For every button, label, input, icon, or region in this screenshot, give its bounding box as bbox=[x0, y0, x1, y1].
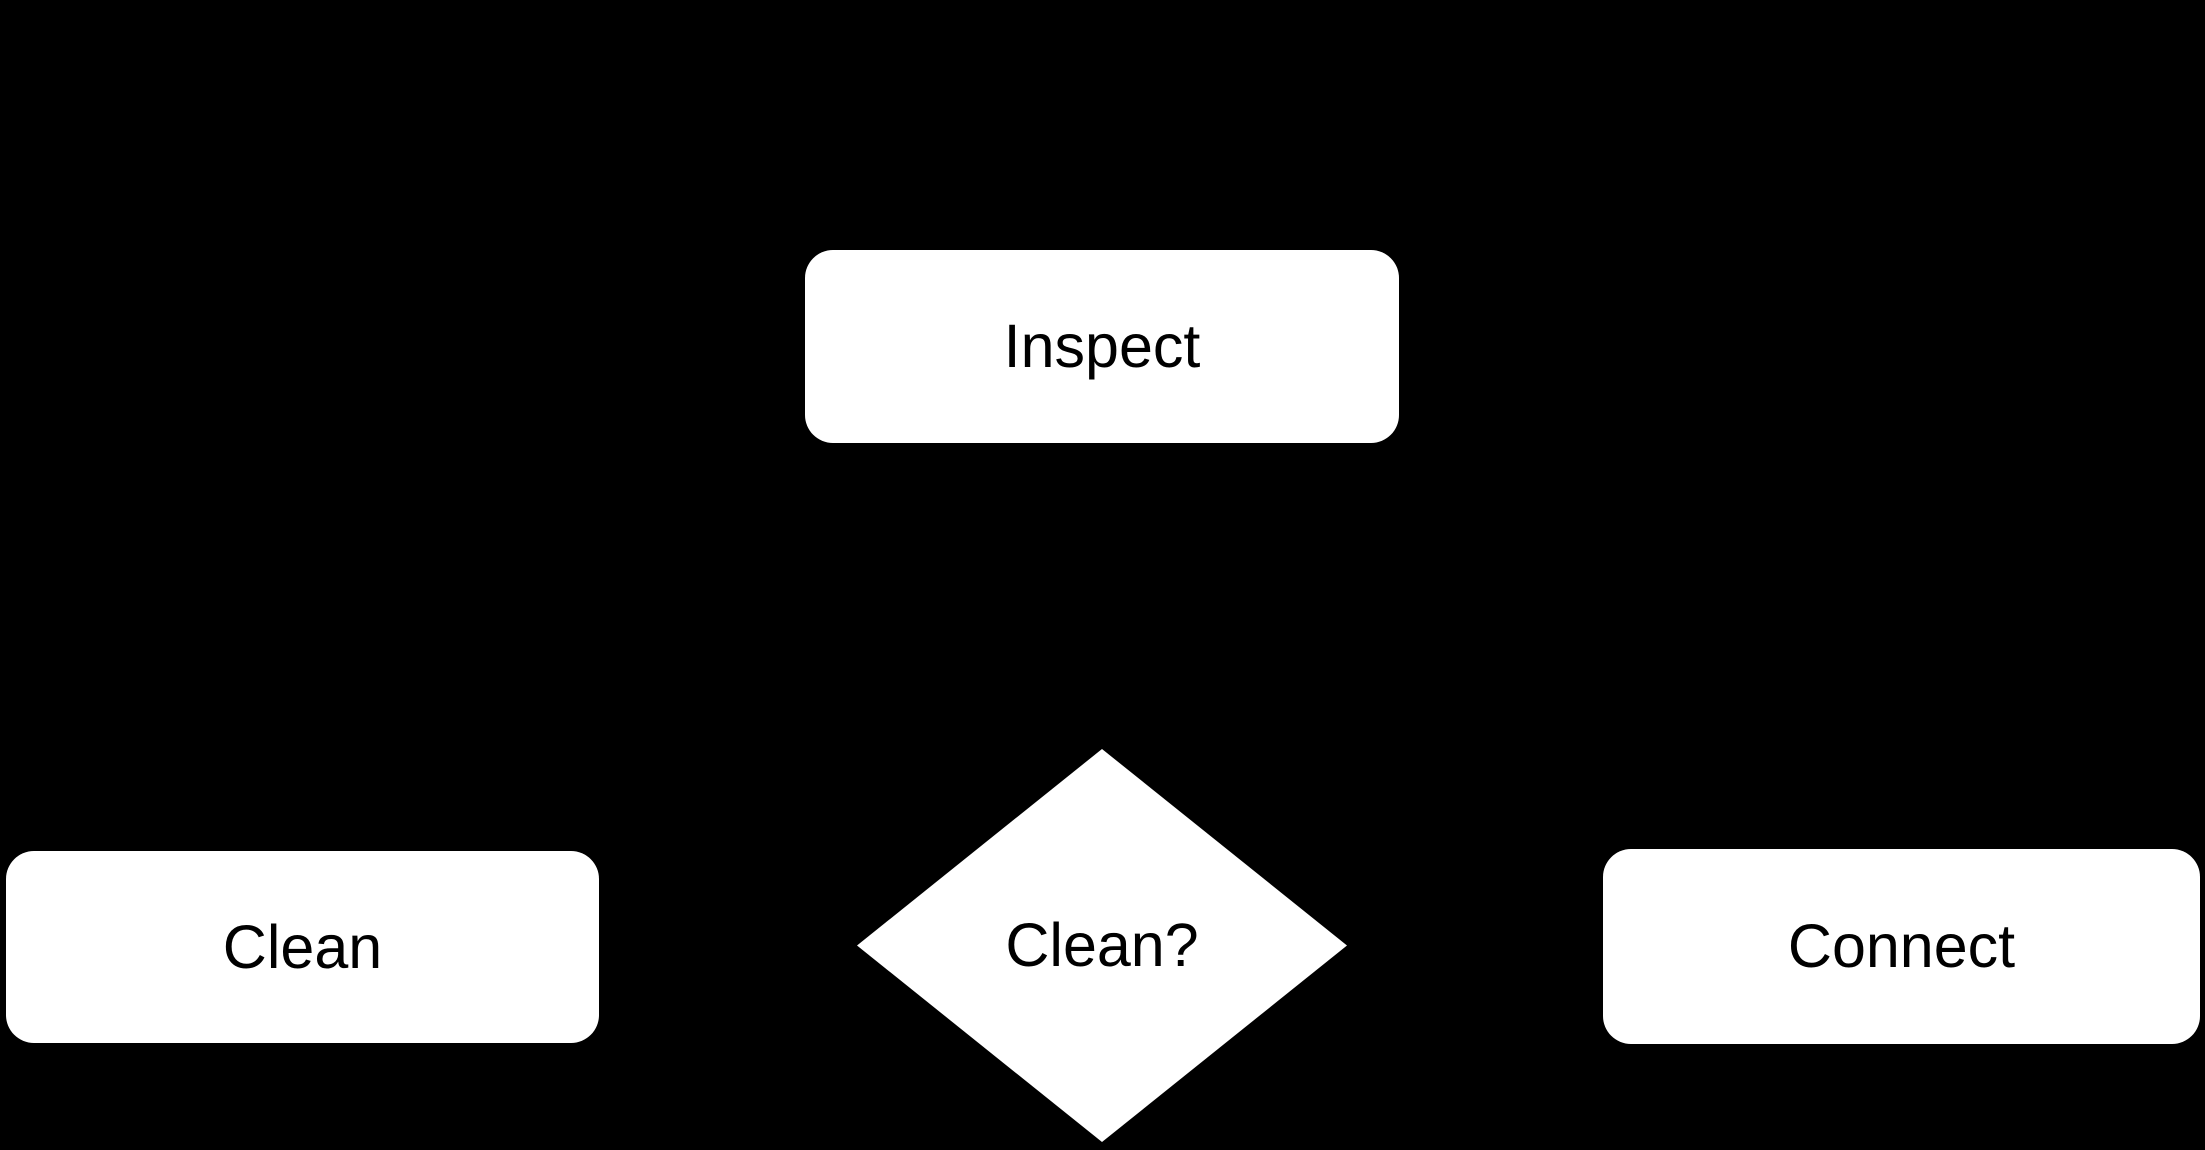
node-inspect: Inspect bbox=[805, 250, 1399, 443]
node-clean: Clean bbox=[6, 851, 599, 1043]
node-clean-label: Clean bbox=[222, 912, 383, 981]
node-connect: Connect bbox=[1603, 849, 2200, 1044]
node-inspect-label: Inspect bbox=[1003, 312, 1201, 380]
diamond-shape bbox=[857, 749, 1347, 1142]
node-clean-decision-label: Clean? bbox=[1005, 911, 1199, 979]
node-connect-label: Connect bbox=[1787, 912, 2016, 980]
node-clean-decision: Clean? bbox=[857, 749, 1347, 1142]
